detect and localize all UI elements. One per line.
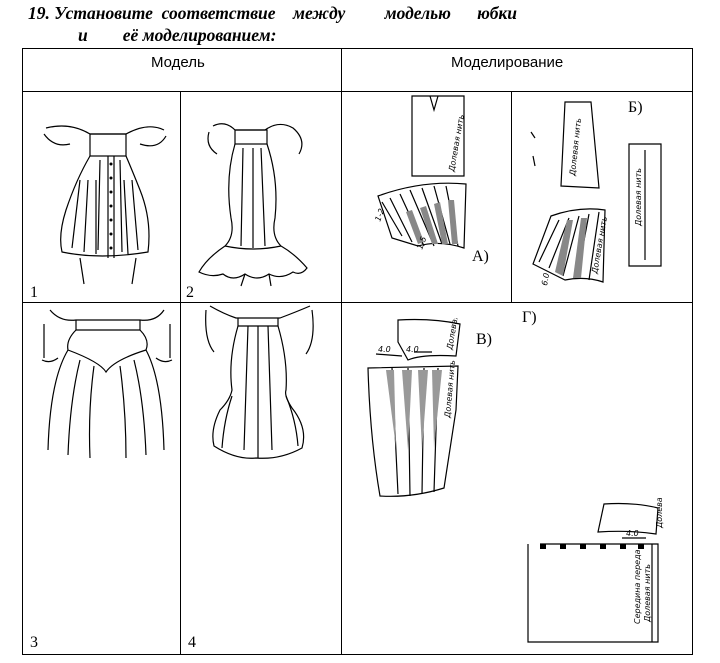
pattern-a-drawing: Долевая нить 1-2 1-5 (373, 95, 467, 251)
task-title: 19. Установите соответствие между модель… (28, 0, 517, 66)
pattern-a-dim-1: 1-2 (373, 207, 386, 222)
model-2-number: 2 (186, 284, 194, 301)
header-model: Модель (151, 54, 205, 71)
model-2-drawing (198, 123, 308, 287)
pattern-g-fold-label: Середина переда (633, 549, 642, 624)
pattern-b-grain-label-2: Долевая нить (634, 168, 643, 227)
pattern-a-grain-label: Долевая нить (447, 113, 466, 173)
pattern-g-grain-label-1: Долевая нить (655, 498, 664, 529)
pattern-v-letter: В) (476, 331, 492, 348)
pattern-v-drawing: 4.0 4.0 Долевая нить Долевая нить (367, 318, 464, 497)
model-3-number: 3 (30, 634, 38, 651)
pattern-b-grain-label-3: Долевая нить (590, 215, 609, 275)
pattern-v-dim-1: 4.0 (378, 345, 391, 354)
pattern-g-drawing: 4.0 Долевая нить Середина переда Долевая… (527, 498, 664, 643)
pattern-v-grain-label-1: Долевая нить (445, 318, 464, 351)
pattern-a-letter: А) (472, 248, 489, 265)
pattern-b-grain-label-1: Долевая нить (568, 117, 583, 177)
pattern-v-grain-label-2: Долевая нить (443, 359, 457, 419)
title-line-2: и её моделированием: (78, 25, 277, 45)
pattern-b-letter: Б) (628, 99, 643, 116)
model-3-drawing (41, 309, 173, 459)
title-line-1: 19. Установите соответствие между модель… (28, 3, 518, 23)
pattern-g-dim-1: 4.0 (626, 529, 639, 538)
model-4-drawing (205, 305, 314, 459)
pattern-g-grain-label-2: Долевая нить (643, 564, 652, 623)
pattern-a-dim-2: 1-5 (415, 235, 428, 250)
model-4-number: 4 (188, 634, 196, 651)
header-modeling: Моделирование (451, 54, 564, 71)
pattern-g-letter: Г) (522, 309, 537, 326)
model-1-number: 1 (30, 284, 38, 301)
pattern-b-drawing: Долевая нить Долевая нить Долевая нить 6… (530, 101, 662, 286)
model-1-drawing (43, 125, 167, 285)
pattern-b-dim-1: 6.0 (540, 272, 551, 286)
pattern-v-dim-2: 4.0 (406, 345, 419, 354)
